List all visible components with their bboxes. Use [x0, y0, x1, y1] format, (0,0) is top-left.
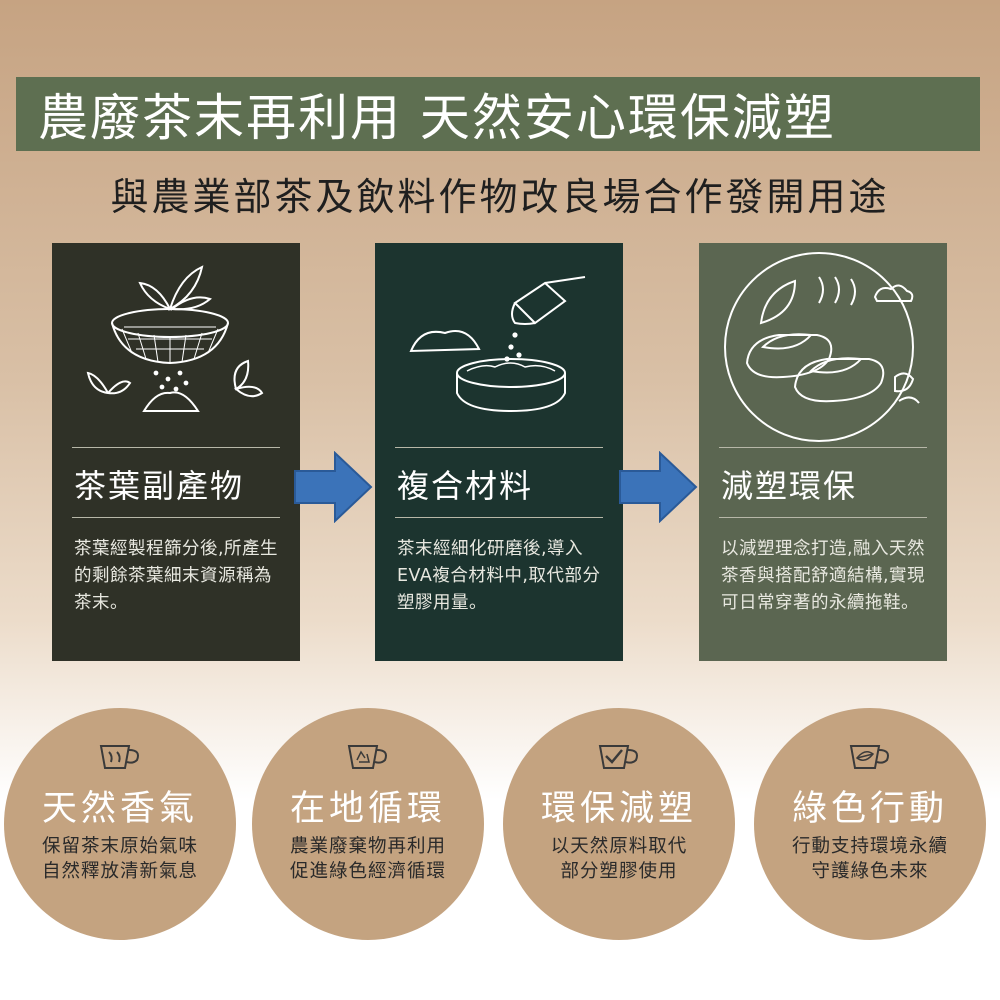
feature-description: 農業廢棄物再利用 促進綠色經濟循環 — [252, 834, 484, 884]
feature-line: 部分塑膠使用 — [560, 861, 678, 882]
tea-sieve-icon — [86, 265, 264, 412]
card-tea-byproduct: 茶葉副產物 茶葉經製程篩分後,所產生的剩餘茶葉細末資源稱為茶末。 — [52, 243, 300, 661]
feature-line: 守護綠色未來 — [811, 861, 929, 882]
teacup-check-icon — [598, 745, 638, 769]
card-description: 以減塑理念打造,融入天然茶香與搭配舒適結構,實現可日常穿著的永續拖鞋。 — [721, 539, 926, 613]
feature-description: 保留茶末原始氣味 自然釋放清新氣息 — [4, 834, 236, 884]
card-title: 茶葉副產物 — [74, 467, 245, 505]
divider — [395, 447, 603, 448]
feature-line: 保留茶末原始氣味 — [41, 836, 198, 857]
card-title: 減塑環保 — [721, 467, 858, 505]
arrow-right-icon — [294, 451, 373, 523]
feature-description: 行動支持環境永續 守護綠色未來 — [754, 834, 986, 884]
feature-eco-plastic-reduction: 環保減塑 以天然原料取代 部分塑膠使用 — [503, 708, 735, 940]
divider — [72, 447, 280, 448]
title-banner: 農廢茶末再利用 天然安心環保減塑 — [16, 77, 980, 151]
card-composite-material: 複合材料 茶末經細化研磨後,導入EVA複合材料中,取代部分塑膠用量。 — [375, 243, 623, 661]
feature-line: 以天然原料取代 — [550, 836, 688, 857]
powder-bowl-icon — [409, 276, 586, 413]
feature-line: 農業廢棄物再利用 — [289, 836, 446, 857]
card-description: 茶末經細化研磨後,導入EVA複合材料中,取代部分塑膠用量。 — [397, 539, 601, 613]
divider — [395, 517, 603, 518]
feature-title: 在地循環 — [289, 789, 446, 829]
slippers-icon — [724, 252, 920, 442]
teacup-recycle-icon — [347, 745, 387, 769]
feature-title: 環保減塑 — [540, 789, 697, 829]
feature-line: 自然釋放清新氣息 — [41, 861, 198, 882]
feature-natural-aroma: 天然香氣 保留茶末原始氣味 自然釋放清新氣息 — [4, 708, 236, 940]
feature-line: 行動支持環境永續 — [791, 836, 948, 857]
divider — [719, 517, 927, 518]
divider — [719, 447, 927, 448]
card-description: 茶葉經製程篩分後,所產生的剩餘茶葉細末資源稱為茶末。 — [74, 539, 279, 613]
feature-title: 天然香氣 — [41, 789, 198, 829]
teacup-steam-icon — [99, 745, 139, 769]
teacup-leaf-icon — [849, 745, 889, 769]
feature-title: 綠色行動 — [791, 789, 948, 829]
card-title: 複合材料 — [397, 467, 534, 505]
divider — [72, 517, 280, 518]
arrow-right-icon — [619, 451, 698, 523]
feature-description: 以天然原料取代 部分塑膠使用 — [503, 834, 735, 884]
feature-green-action: 綠色行動 行動支持環境永續 守護綠色未來 — [754, 708, 986, 940]
feature-line: 促進綠色經濟循環 — [289, 861, 446, 882]
feature-local-circulation: 在地循環 農業廢棄物再利用 促進綠色經濟循環 — [252, 708, 484, 940]
card-plastic-reduction: 減塑環保 以減塑理念打造,融入天然茶香與搭配舒適結構,實現可日常穿著的永續拖鞋。 — [699, 243, 947, 661]
banner-text: 農廢茶末再利用 天然安心環保減塑 — [38, 89, 836, 147]
subtitle: 與農業部茶及飲料作物改良場合作發開用途 — [110, 175, 890, 219]
